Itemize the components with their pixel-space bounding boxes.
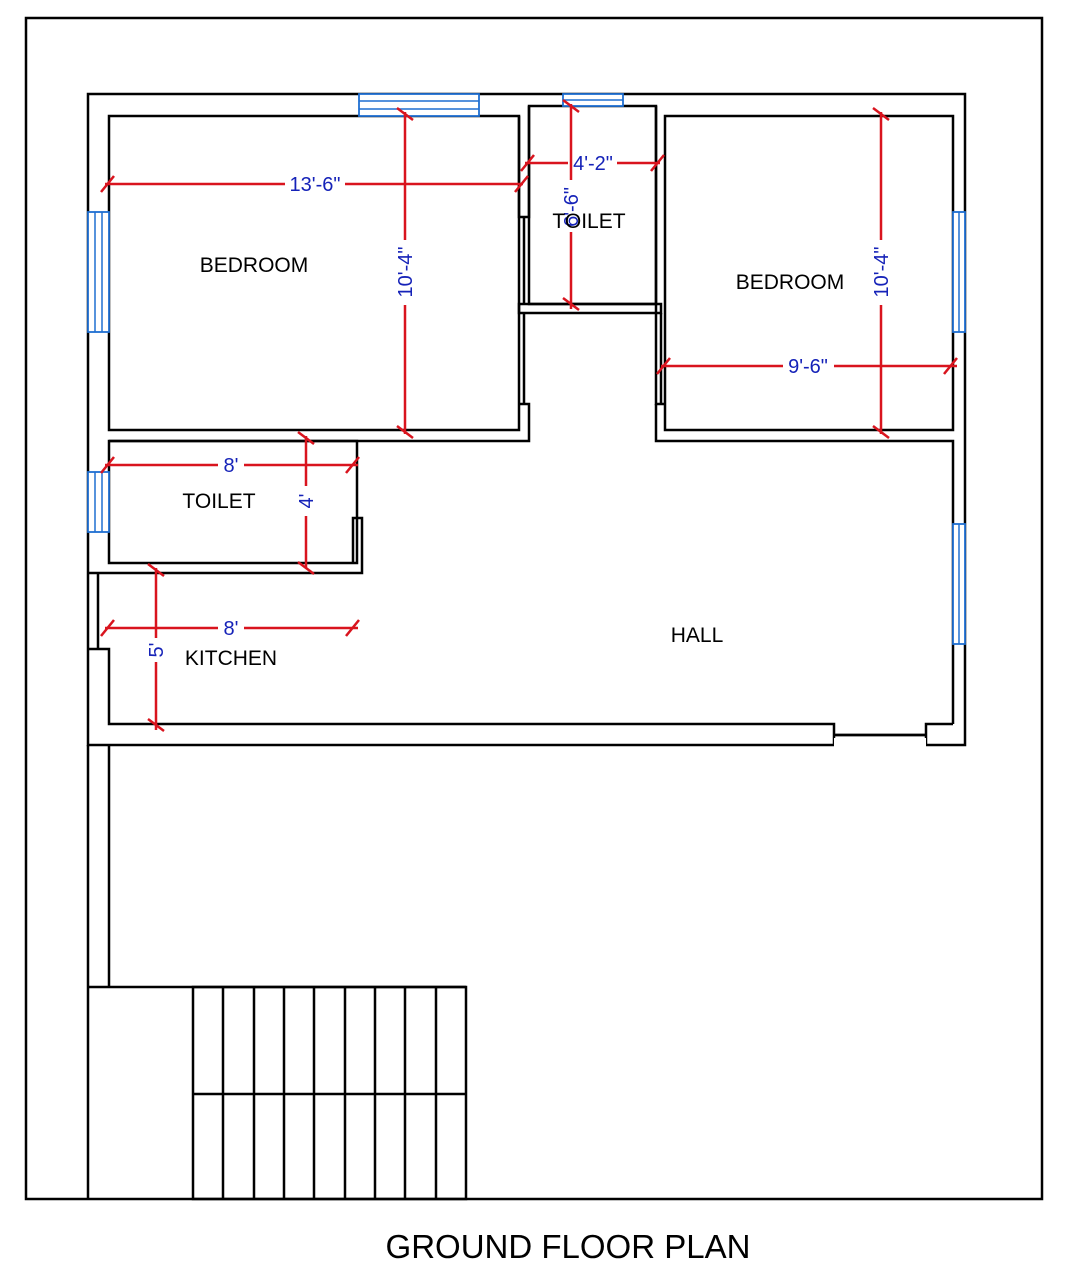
plan-title: GROUND FLOOR PLAN [386,1228,751,1265]
dim-bedroom-left-depth-label: 10'-4" [395,247,417,298]
dim-bedroom-left-width: 13'-6" [100,174,529,196]
dim-bedroom-left-width-label: 13'-6" [290,174,341,196]
windows [87,93,966,645]
dim-toilet-left-depth-label: 4' [296,494,318,509]
dim-bedroom-right-width-label: 9'-6" [788,356,828,378]
dim-bedroom-right-depth-label: 10'-4" [871,247,893,298]
window-toilet-left [87,471,110,533]
room-label-kitchen: KITCHEN [185,647,277,670]
dim-toilet-left-width: 8' [100,455,360,477]
window-bedroom-left-top [358,93,480,117]
dim-kitchen-width: 8' [100,618,360,640]
dim-toilet-top-width-label: 4'-2" [573,153,613,175]
dimension-lines: 13'-6" 10'-4" 4'-2" 6'-6" [100,99,958,732]
dim-toilet-left-width-label: 8' [224,455,239,477]
dim-kitchen-width-label: 8' [224,618,239,640]
window-hall-right [952,523,966,645]
window-bedroom-left-side [87,211,110,333]
dim-toilet-top-width: 4'-2" [520,153,665,175]
dim-bedroom-right-depth: 10'-4" [871,107,893,439]
dim-toilet-top-depth-label: 6'-6" [561,187,583,227]
room-label-hall: HALL [671,624,724,647]
house-outer-walls [86,92,967,747]
window-bedroom-right-side [952,211,966,333]
room-label-toilet-top: TOILET [552,210,625,233]
room-label-bedroom-left: BEDROOM [200,254,309,277]
dim-toilet-top-depth: 6'-6" [561,99,583,311]
hall-walls [88,647,953,748]
room-label-toilet-left: TOILET [182,490,255,513]
plot-boundary [24,16,1044,1201]
room-labels: BEDROOM TOILET BEDROOM TOILET KITCHEN HA… [182,210,844,670]
dim-bedroom-right-width: 9'-6" [656,356,958,378]
side-passage-walls [86,745,466,1199]
dim-bedroom-left-depth: 10'-4" [395,107,417,439]
window-toilet-top [562,93,624,107]
staircase [191,985,468,1201]
dim-toilet-left-depth: 4' [296,431,318,575]
dim-kitchen-depth-label: 5' [146,643,168,658]
dim-kitchen-depth: 5' [146,563,168,732]
room-label-bedroom-right: BEDROOM [736,271,845,294]
